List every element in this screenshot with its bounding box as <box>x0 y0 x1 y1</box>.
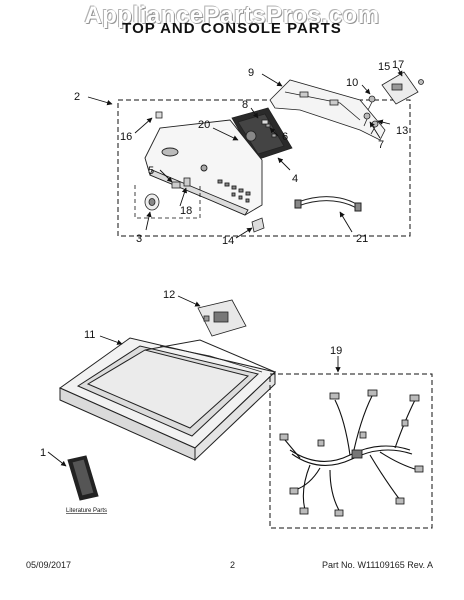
callout-4: 4 <box>292 173 298 185</box>
callout-19: 19 <box>330 345 342 357</box>
callout-15: 15 <box>378 61 390 73</box>
callout-2: 2 <box>74 91 80 103</box>
leader-lines <box>47 67 403 467</box>
dispenser-cover <box>197 299 247 337</box>
callout-11: 11 <box>84 329 95 341</box>
footer-date: 05/09/2017 <box>26 560 72 570</box>
washer-top <box>58 337 277 462</box>
callout-7: 7 <box>378 139 384 151</box>
footer-part-number: Part No. W11109165 Rev. A <box>322 560 434 570</box>
callout-18: 18 <box>180 205 192 217</box>
callout-16: 16 <box>120 131 132 143</box>
wire-harness-console <box>294 196 362 212</box>
callout-17: 17 <box>392 59 404 71</box>
harness-dashed-box <box>269 373 433 529</box>
callout-6: 6 <box>282 131 288 143</box>
callout-8: 8 <box>242 99 248 111</box>
watermark: AppliancePartsPros.com <box>84 2 380 29</box>
callout-12: 12 <box>163 289 175 301</box>
knob <box>144 193 160 211</box>
console-housing <box>144 119 263 216</box>
bracket <box>251 217 265 233</box>
callout-13: 13 <box>396 125 408 137</box>
console-assembly-box <box>117 99 411 237</box>
callout-21: 21 <box>356 233 368 245</box>
callout-labels: 1 2 3 4 5 6 7 8 9 10 11 12 13 14 15 16 1… <box>40 59 408 514</box>
callout-14: 14 <box>222 235 234 247</box>
dashed-bracket-lines <box>134 185 201 219</box>
literature-parts <box>67 455 99 501</box>
clip <box>155 111 269 125</box>
encoder <box>171 177 191 189</box>
callout-9: 9 <box>248 67 254 79</box>
footer-page: 2 <box>230 560 236 570</box>
harness-connectors <box>279 389 424 517</box>
callout-5: 5 <box>148 165 154 177</box>
callout-20: 20 <box>198 119 210 131</box>
literature-parts-label: Literature Parts <box>66 508 107 514</box>
callout-1: 1 <box>40 447 46 459</box>
callout-3: 3 <box>136 233 142 245</box>
wire-harness-main <box>284 395 419 513</box>
control-board <box>381 71 419 105</box>
console-back-panel <box>269 79 386 141</box>
page-title: TOP AND CONSOLE PARTS <box>122 20 342 37</box>
callout-10: 10 <box>346 77 358 89</box>
